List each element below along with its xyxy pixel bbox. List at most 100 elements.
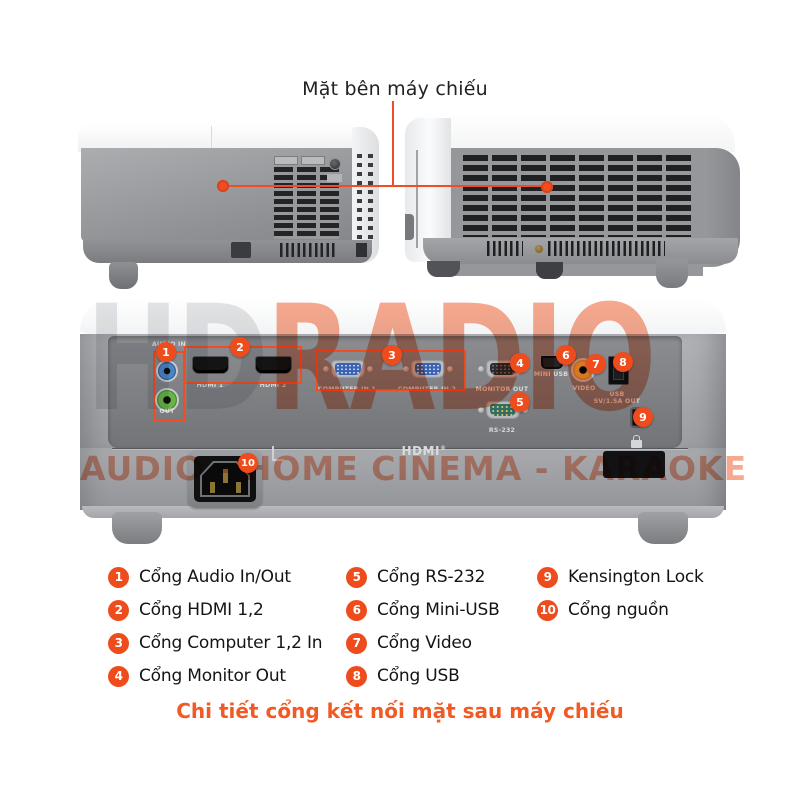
mini-usb-label: MINI USB — [533, 371, 569, 378]
panel-seam — [112, 448, 688, 449]
usb-label: USB 5V/1.5A OUT — [593, 391, 641, 405]
hdmi-port-1 — [193, 357, 228, 373]
side-vent-grille — [463, 155, 691, 237]
legend-item: 7 Cổng Video — [346, 632, 500, 654]
legend-item: 2 Cổng HDMI 1,2 — [108, 599, 322, 621]
legend-badge: 9 — [537, 566, 558, 588]
base-end-cap — [356, 243, 367, 257]
monitor-out-label: MONITOR OUT — [475, 386, 529, 393]
computer-in-2-port — [403, 360, 453, 378]
screw — [403, 366, 409, 372]
legend-badge: 5 — [346, 566, 367, 588]
legend-badge: 4 — [108, 665, 129, 687]
callout-dot-left — [217, 180, 229, 192]
lid-seam — [211, 126, 212, 150]
legend-label: Cổng USB — [377, 666, 460, 686]
legend-item: 10 Cổng nguồn — [537, 599, 704, 621]
corner-mark — [272, 446, 284, 461]
power-pin — [210, 482, 215, 493]
legend-badge: 2 — [108, 599, 129, 621]
projector-foot — [112, 512, 162, 544]
hdmi1-label: HDMI 1 — [196, 382, 224, 389]
legend-label: Cổng Audio In/Out — [139, 567, 291, 587]
screw — [535, 245, 543, 253]
callout-badge-10: 10 — [238, 453, 258, 473]
callout-badge-5: 5 — [510, 392, 530, 412]
callout-line-horizontal — [223, 185, 548, 187]
projector-foot — [656, 258, 688, 288]
legend-label: Cổng nguồn — [568, 600, 669, 620]
rs232-label: RS-232 — [488, 427, 516, 434]
legend-label: Cổng Mini-USB — [377, 600, 500, 620]
rear-view — [80, 298, 726, 544]
legend-item: 5 Cổng RS-232 — [346, 566, 500, 588]
legend-item: 6 Cổng Mini-USB — [346, 599, 500, 621]
callout-dot-right — [541, 181, 553, 193]
legend-item: 8 Cổng USB — [346, 665, 500, 687]
bottom-caption: Chi tiết cổng kết nối mặt sau máy chiếu — [176, 699, 624, 723]
callout-badge-9: 9 — [633, 407, 653, 427]
audio-in-jack — [158, 362, 176, 380]
video-label: VIDEO — [572, 385, 596, 392]
legend-label: Cổng HDMI 1,2 — [139, 600, 264, 620]
legend-label: Kensington Lock — [568, 567, 704, 587]
screw — [367, 366, 373, 372]
audio-out-jack — [157, 390, 177, 410]
closed-slot — [274, 156, 298, 165]
callout-badge-8: 8 — [613, 352, 633, 372]
power-inlet — [188, 450, 262, 508]
page-title: Mặt bên máy chiếu — [302, 78, 488, 100]
legend-label: Cổng Video — [377, 633, 472, 653]
callout-badge-4: 4 — [510, 353, 530, 373]
legend-item: 4 Cổng Monitor Out — [108, 665, 322, 687]
projector-foot — [638, 512, 688, 544]
legend-badge: 3 — [108, 632, 129, 654]
legend-badge: 7 — [346, 632, 367, 654]
callout-badge-2: 2 — [230, 337, 250, 357]
legend-item: 9 Kensington Lock — [537, 566, 704, 588]
legend-column-3: 9 Kensington Lock 10 Cổng nguồn — [537, 566, 704, 632]
projector-foot — [427, 261, 460, 277]
projector-top-lid — [78, 124, 378, 152]
legend-label: Cổng RS-232 — [377, 567, 486, 587]
computer-in-1-port — [323, 360, 373, 378]
projector-foot — [109, 262, 138, 289]
screw — [330, 159, 340, 169]
lock-icon — [631, 435, 642, 448]
rs232-port — [478, 401, 528, 419]
base-vent-slots — [280, 243, 338, 257]
base-vent-slots — [487, 241, 523, 256]
screw — [478, 366, 484, 372]
rear-bottom-strip — [82, 506, 724, 518]
legend-item: 3 Cổng Computer 1,2 In — [108, 632, 323, 654]
legend-label: Cổng Monitor Out — [139, 666, 286, 686]
callout-badge-3: 3 — [382, 345, 402, 365]
projector-top-lid — [409, 112, 735, 152]
legend-item: 1 Cổng Audio In/Out — [108, 566, 322, 588]
legend-column-1: 1 Cổng Audio In/Out 2 Cổng HDMI 1,2 3 Cổ… — [108, 566, 323, 698]
legend-badge: 8 — [346, 665, 367, 687]
hdmi2-label: HDMI 2 — [259, 382, 287, 389]
callout-badge-6: 6 — [556, 345, 576, 365]
legend-badge: 10 — [537, 599, 558, 621]
screw — [323, 366, 329, 372]
small-plate — [327, 174, 342, 182]
callout-badge-1: 1 — [156, 342, 176, 362]
hdmi-port-2 — [256, 357, 291, 373]
projector-foot — [536, 262, 563, 279]
screw — [478, 407, 484, 413]
power-pin — [223, 469, 228, 483]
closed-slot — [301, 156, 325, 165]
base-vent-slots — [548, 241, 665, 256]
front-notch — [405, 214, 414, 240]
legend-label: Cổng Computer 1,2 In — [139, 633, 323, 653]
callout-line-vertical — [392, 101, 394, 186]
legend-column-2: 5 Cổng RS-232 6 Cổng Mini-USB 7 Cổng Vid… — [346, 566, 500, 698]
front-seam — [416, 150, 418, 248]
corner-vent-slots — [357, 154, 374, 240]
hdmi-logo: HDMI® — [401, 444, 447, 458]
screw — [447, 366, 453, 372]
power-pin — [236, 482, 241, 493]
base-window — [231, 242, 251, 258]
